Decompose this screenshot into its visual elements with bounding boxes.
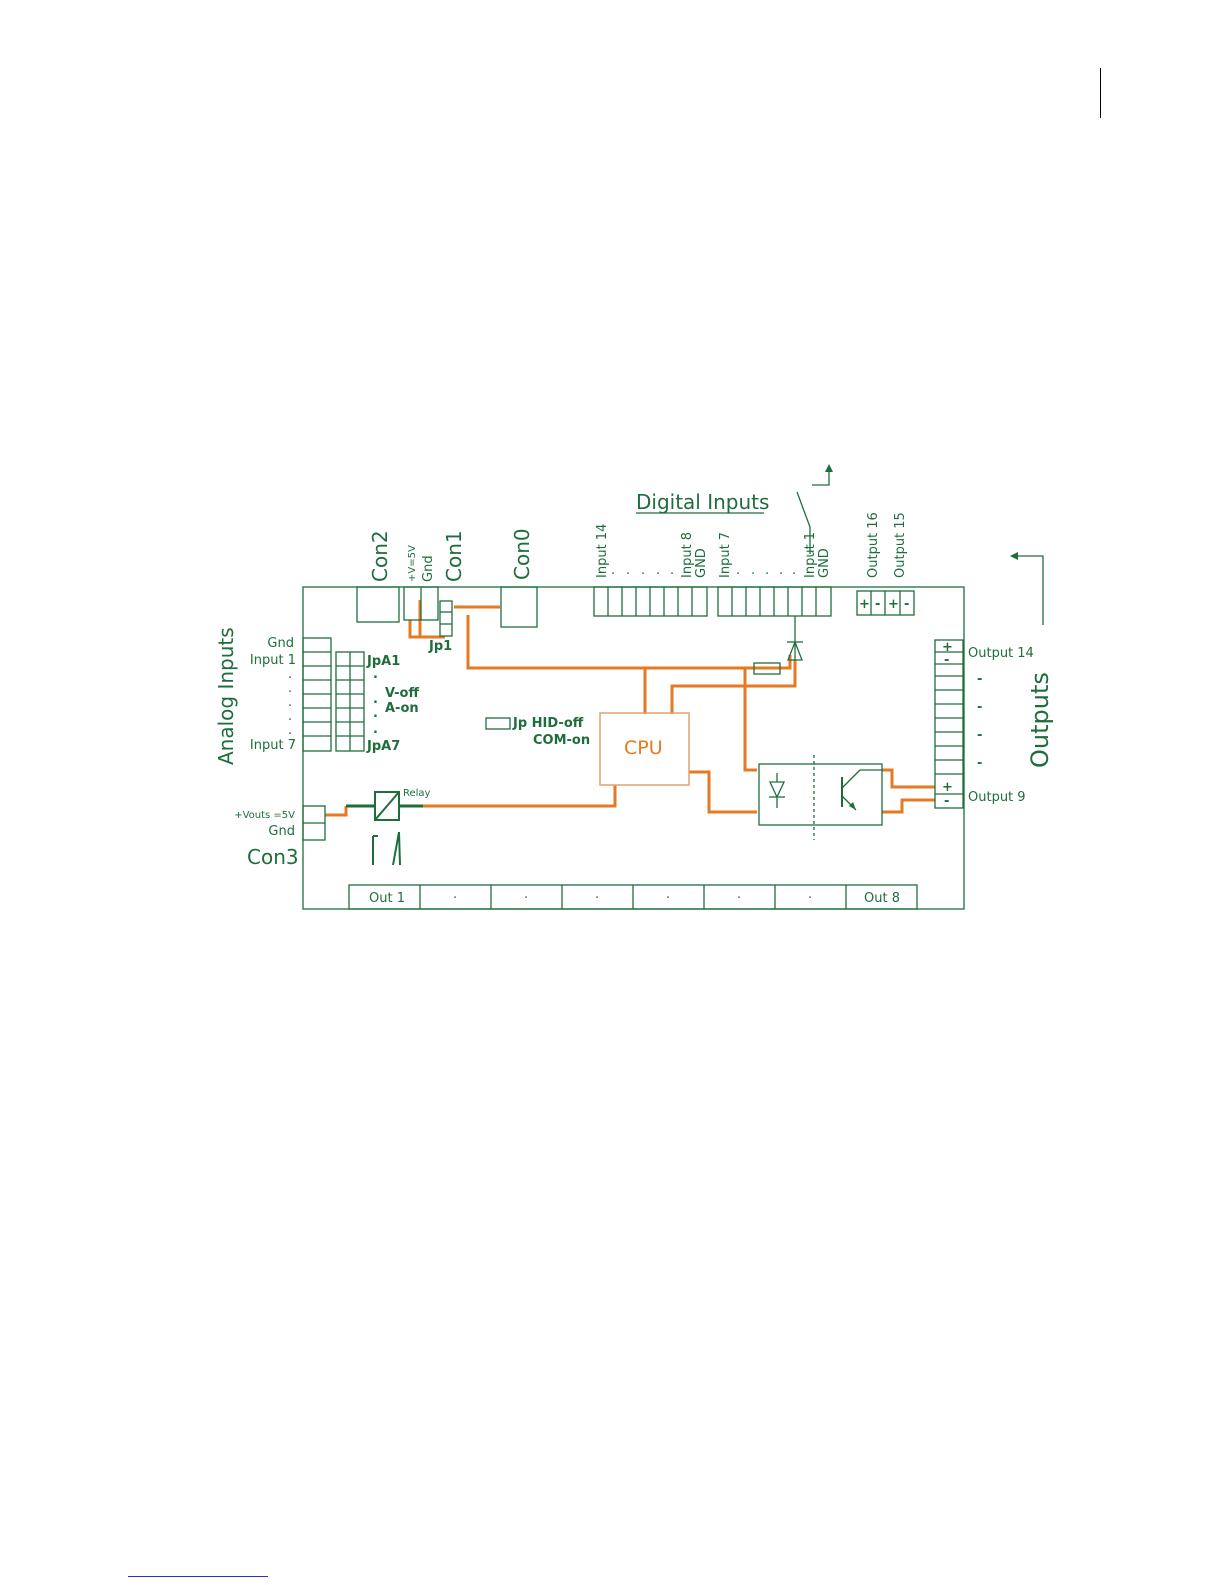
outputs-terminal-block: [934, 639, 964, 809]
v-off-label: V-off: [385, 686, 419, 701]
output-16-label: Output 16: [866, 512, 881, 578]
analog-gnd-label: Gnd: [267, 636, 294, 651]
input-diode: [787, 616, 803, 661]
output-14-label: Output 14: [968, 646, 1034, 661]
input-dot: .: [751, 563, 755, 578]
input-dot: .: [736, 563, 740, 578]
input-dot: .: [792, 563, 796, 578]
com-on-label: COM-on: [533, 733, 590, 748]
out-8-label: Out 8: [864, 891, 900, 906]
input-8-label: Input 8: [680, 532, 695, 578]
output-16-minus: -: [875, 597, 880, 612]
con0-connector: [500, 586, 538, 628]
jp-dot: .: [373, 667, 378, 682]
jp-dot: .: [373, 722, 378, 737]
gnd-input-8-label: GND: [694, 548, 709, 578]
analog-inputs-title: Analog Inputs: [214, 627, 238, 765]
cpu-label: CPU: [624, 737, 663, 759]
con3-gnd-label: Gnd: [268, 824, 295, 839]
jp-dot: .: [373, 692, 378, 707]
con3-label: Con3: [247, 845, 299, 869]
input-dot: .: [779, 563, 783, 578]
con0-label: Con0: [510, 528, 534, 580]
vouts-label: +Vouts =5V: [234, 810, 295, 821]
jp1-label: Jp1: [428, 639, 452, 654]
analog-dot: .: [288, 681, 292, 696]
input-dot: .: [611, 563, 615, 578]
con2-label: Con2: [368, 530, 392, 582]
wires: [325, 600, 935, 817]
input-dot: .: [765, 563, 769, 578]
output-9-plus: +: [942, 780, 953, 795]
a-on-label: A-on: [385, 701, 419, 716]
input-1-digital-label: Input 1: [803, 532, 818, 578]
input-7-digital-label: Input 7: [718, 532, 733, 578]
jp-hid-off-label: Jp HID-off: [512, 716, 584, 731]
out-dot: .: [808, 887, 812, 902]
jp1-jumper: [439, 600, 453, 637]
con2-connector: [356, 586, 400, 623]
optocoupler: [758, 755, 883, 840]
analog-input-7-label: Input 7: [250, 738, 296, 753]
input-resistor: [753, 662, 781, 675]
output-15-plus: +: [888, 597, 899, 612]
v5-label: +V=5V: [407, 545, 418, 582]
output-dash: -: [977, 728, 982, 743]
analog-jumper-block: [335, 651, 365, 752]
out-dot: .: [666, 887, 670, 902]
output-9-minus: -: [944, 794, 949, 809]
jp-hid-jumper: [485, 717, 511, 730]
input-dot: .: [641, 563, 645, 578]
out-terminal-row: [348, 884, 918, 910]
gnd-input-1-label: GND: [817, 548, 832, 578]
relay-symbol: [346, 791, 423, 866]
input-14-label: Input 14: [595, 524, 610, 578]
output-dash: -: [977, 672, 982, 687]
out-dot: .: [595, 887, 599, 902]
input-dot: .: [656, 563, 660, 578]
output-dash: -: [977, 756, 982, 771]
digital-terminal-block-left: [593, 586, 708, 617]
analog-dot: .: [288, 709, 292, 724]
analog-dot: .: [288, 695, 292, 710]
input-dot: .: [670, 563, 674, 578]
digital-terminal-block-right: [717, 586, 832, 617]
relay-label: Relay: [403, 788, 431, 799]
outputs-arrow: [1010, 552, 1044, 625]
cpu-chip: [599, 712, 690, 786]
output-15-minus: -: [904, 597, 909, 612]
footer-link-rule: [128, 1576, 268, 1577]
output-15-16-terminal: [856, 590, 915, 616]
analog-dot: .: [288, 723, 292, 738]
input-switch-symbol: [796, 464, 833, 554]
output-16-plus: +: [859, 597, 870, 612]
out-dot: .: [737, 887, 741, 902]
out-dot: .: [524, 887, 528, 902]
gnd-top-label: Gnd: [421, 555, 436, 582]
jp-dot: .: [373, 706, 378, 721]
output-9-label: Output 9: [968, 790, 1026, 805]
input-dot: .: [626, 563, 630, 578]
outputs-title: Outputs: [1026, 672, 1054, 768]
jpa1-label: JpA1: [366, 654, 400, 669]
output-15-label: Output 15: [893, 512, 908, 578]
page-corner-rule: [1100, 68, 1101, 118]
analog-terminal-block: [302, 637, 332, 752]
output-14-plus: +: [942, 640, 953, 655]
con1-label: Con1: [442, 530, 466, 582]
out-1-label: Out 1: [369, 891, 405, 906]
analog-input-1-label: Input 1: [250, 653, 296, 668]
output-14-minus: -: [944, 653, 949, 668]
jpa7-label: JpA7: [366, 739, 400, 754]
out-dot: .: [453, 887, 457, 902]
digital-inputs-title: Digital Inputs: [636, 490, 769, 514]
output-dash: -: [977, 700, 982, 715]
analog-dot: .: [288, 667, 292, 682]
